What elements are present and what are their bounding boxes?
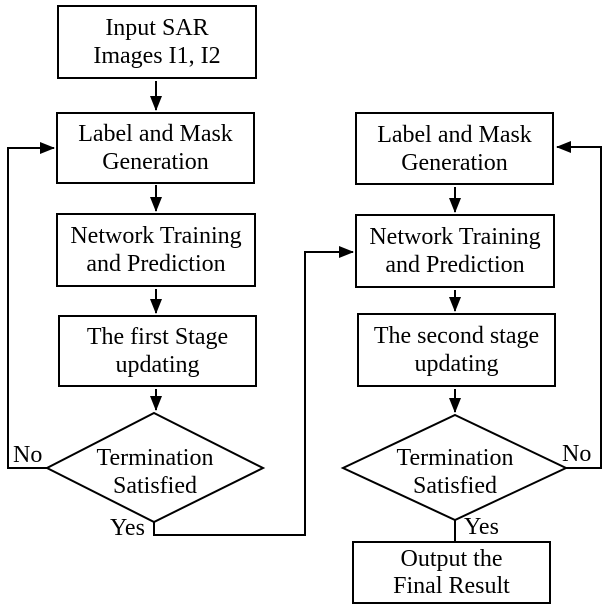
node-network-training-left: Network Training and Prediction (56, 213, 256, 287)
node-text-line: Output the (400, 545, 503, 572)
node-first-stage-updating: The first Stage updating (58, 315, 257, 387)
node-text-line: The second stage (373, 323, 540, 349)
node-text-line: updating (414, 351, 499, 377)
decision-diamond-left (44, 411, 266, 524)
node-text-line: and Prediction (86, 251, 226, 277)
edge-label-no-right: No (562, 441, 592, 467)
node-second-stage-updating: The second stage updating (357, 313, 556, 387)
node-text-line: The first Stage (86, 324, 229, 350)
edge-label-no-left: No (13, 442, 43, 468)
node-text-line: Label and Mask (377, 121, 532, 148)
node-text-line: Final Result (393, 572, 510, 599)
node-text-line: Input SAR (105, 15, 209, 41)
node-label-mask-left: Label and Mask Generation (56, 112, 255, 184)
node-network-training-right: Network Training and Prediction (355, 214, 555, 288)
node-text-line: Network Training (70, 223, 242, 249)
connector-no-loop-left (7, 142, 55, 469)
node-input-sar: Input SAR Images I1, I2 (57, 5, 257, 79)
node-label-mask-right: Label and Mask Generation (355, 112, 554, 185)
edge-label-yes-right: Yes (464, 514, 499, 540)
node-text-line: Label and Mask (78, 121, 233, 147)
node-output-final-result: Output the Final Result (352, 541, 551, 604)
node-text-line: Network Training (369, 224, 541, 250)
decision-diamond-right (340, 413, 569, 522)
node-text-line: Images I1, I2 (93, 43, 221, 69)
connector-yes-left-to-right-column (153, 246, 354, 536)
node-text-line: Generation (102, 149, 209, 175)
node-text-line: updating (115, 352, 200, 378)
edge-label-yes-left: Yes (110, 515, 145, 541)
node-text-line: Generation (401, 149, 508, 176)
node-text-line: and Prediction (385, 252, 525, 278)
connector-no-loop-right (556, 141, 602, 469)
